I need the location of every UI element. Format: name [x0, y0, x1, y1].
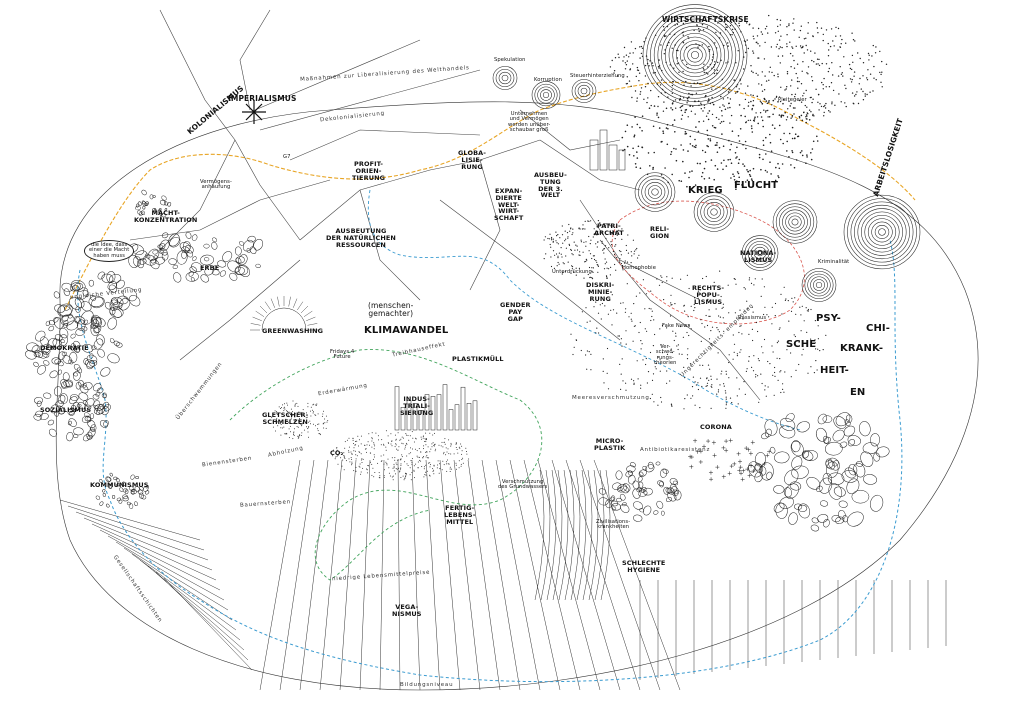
orange-dashed-path [64, 81, 916, 311]
label-imperialismus: IMPERIALISMUS [228, 94, 297, 103]
label-expandierte-wirtschaft: EXPAN- DIERTE WELT- WIRT- SCHAFT [494, 187, 524, 223]
label-fridays: Fridays 4 Future [330, 349, 355, 361]
label-g7: G7 [283, 154, 291, 160]
label-krieg: KRIEG [688, 185, 723, 196]
label-sche: SCHE [786, 339, 817, 350]
label-menschengemacht: (menschen- gemachter) [368, 301, 414, 318]
map-outline [55, 101, 979, 691]
label-flucht: FLUCHT [734, 180, 779, 191]
label-spekulation: Spekulation [494, 57, 526, 63]
label-fake-news: Fake News [662, 323, 691, 329]
pebble-clusters [25, 189, 890, 532]
label-patriarchat: PATRI- ARCHAT [594, 222, 624, 237]
label-unternehmen: Unternehmen und Vermögen werden unüber- … [508, 111, 551, 134]
crisis-spirals [492, 4, 921, 302]
label-erbe: ERBE [200, 264, 220, 272]
label-schlechte-hygiene: SCHLECHTE HYGIENE [622, 559, 666, 574]
label-psychische: PSY- [816, 313, 841, 324]
label-sozialismus: SOZIALISMUS [40, 406, 92, 414]
label-ausbeutung-welt: AUSBEU- TUNG DER 3. WELT [534, 171, 567, 200]
label-kommunismus: KOMMUNISMUS [90, 481, 149, 489]
label-co2: CO₂ [330, 449, 344, 457]
label-rechtspopulismus: RECHTS- POPU- LISMUS [692, 284, 725, 306]
skyscrapers [589, 129, 626, 171]
label-en: EN [850, 387, 866, 398]
label-ausbeutung-ressourcen: AUSBEUTUNG DER NATÜRLICHEN RESSOURCEN [326, 227, 396, 249]
label-industrialisierung: INDUS- TRIALI- SIERUNG [400, 395, 434, 417]
red-dashed-path [611, 200, 805, 325]
label-profitorientierung: PROFIT- ORIEN- TIERUNG [352, 160, 386, 182]
blue-dashed-path-2 [367, 189, 801, 431]
green-dashed-path [229, 349, 543, 581]
imperialismus-star-icon [242, 100, 266, 124]
label-pleitegeier: Pleitegeier [778, 97, 807, 103]
label-krank: KRANK- [840, 343, 884, 354]
label-diskriminierung: DISKRI- MINIE- RUNG [586, 281, 615, 303]
sun-rays [250, 296, 318, 331]
label-veganismus: VEGA- NISMUS [392, 603, 422, 618]
label-korruption: Korruption [534, 77, 563, 83]
label-unterdrueckung: Unterdrückung [552, 269, 592, 275]
industrial-chimneys [394, 384, 478, 431]
label-fertiglebensmittel: FERTIG- LEBENS- MITTEL [444, 504, 476, 526]
label-idee-macht: die Idee, dass einer die Macht haben mus… [84, 240, 135, 262]
label-homophobie: Homophobie [622, 265, 656, 271]
label-heit: HEIT- [820, 365, 849, 376]
label-antibiotika: Antibiotikaresistenz [640, 447, 711, 453]
label-vermoegensanhaeufung: Vermögens- anhäufung [200, 179, 232, 191]
label-steuerhinterziehung: Steuerhinterziehung [570, 73, 625, 79]
label-demokratie: DEMOKRATIE [40, 344, 89, 352]
corona-marks [688, 438, 772, 482]
blue-dashed-path [77, 239, 903, 683]
label-religion: RELI- GION [650, 225, 670, 240]
label-mikroplastik: MICRO- PLASTIK [594, 437, 626, 452]
label-wirtschaftskrise: WIRTSCHAFTSKRISE [662, 15, 749, 24]
label-verschmutzung-grundwasser: Verschmutzung des Grundwassers [498, 479, 548, 491]
label-klimawandel: KLIMAWANDEL [364, 325, 449, 336]
label-kriminalitaet: Kriminalität [818, 259, 850, 265]
label-zivilisation: Zivilisations- krankheiten [596, 519, 631, 531]
label-machtkonzentration: MACHT- KONZENTRATION [134, 209, 198, 224]
line-network [129, 9, 761, 401]
label-rassismus: Rassismus [738, 315, 767, 321]
greenwashing-sun [261, 307, 307, 331]
dot-stipple [271, 14, 888, 481]
label-corona: CORONA [700, 423, 732, 431]
label-bildungsniveau: Bildungsniveau [400, 682, 454, 688]
label-gletscher: GLETSCHER- SCHMELZEN [262, 411, 309, 426]
label-plastikmuell: PLASTIKMÜLL [452, 355, 504, 363]
label-gender-pay-gap: GENDER PAY GAP [500, 301, 531, 323]
label-meeresverschmutzung: Meeresverschmutzung [572, 395, 650, 401]
label-nationalismus: NATIONA- LISMUS [740, 249, 777, 264]
label-verschwoerung: Ver- schwö- rungs- theorien [654, 344, 677, 367]
label-chi: CHI- [866, 323, 890, 334]
fields-hatching [59, 459, 947, 691]
label-globalisierung: GLOBA- LISIE- RUNG [458, 149, 487, 171]
label-greenwashing: GREENWASHING [262, 327, 324, 335]
